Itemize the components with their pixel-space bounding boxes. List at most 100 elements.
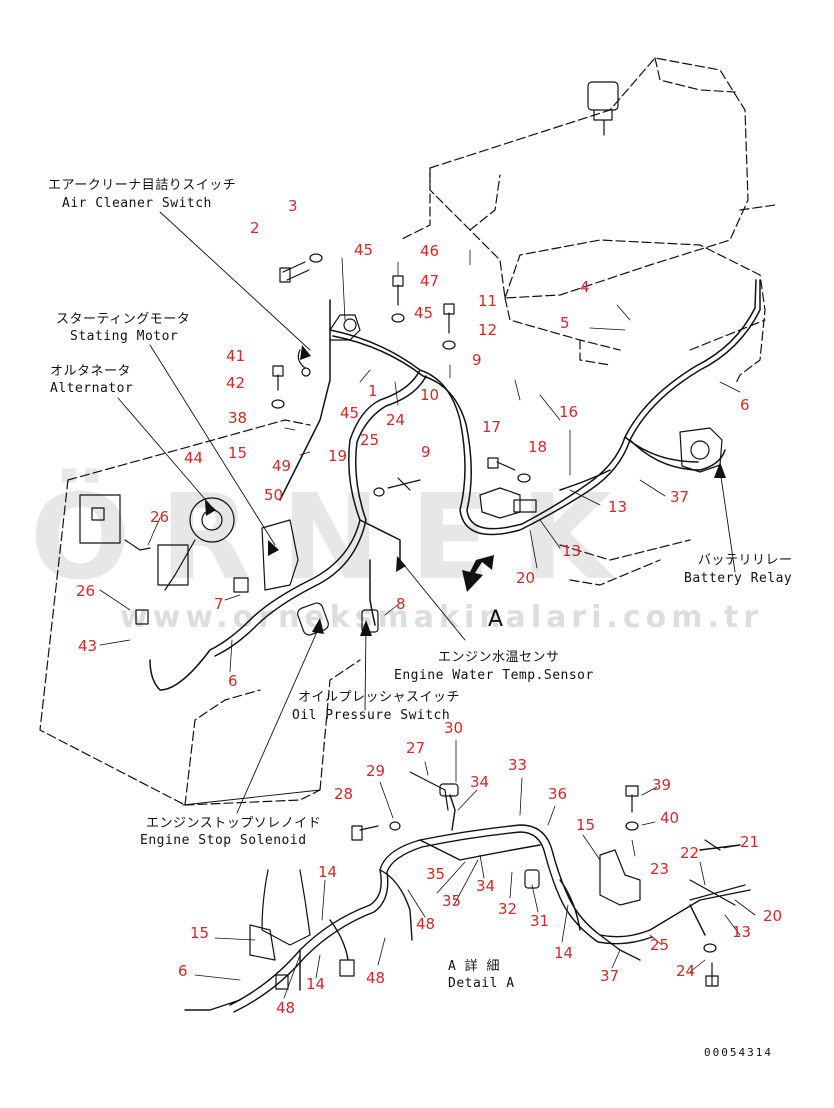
part-number: 29 <box>366 762 386 780</box>
engine-block-outline <box>39 419 361 806</box>
part-number: 30 <box>444 719 464 737</box>
part-number: 13 <box>608 498 628 516</box>
leader-lines <box>117 211 736 814</box>
part-number: 19 <box>328 447 348 465</box>
part-number: 43 <box>78 637 98 655</box>
part-number: 50 <box>264 486 284 504</box>
part-number: 31 <box>530 912 550 930</box>
part-number: 28 <box>334 785 354 803</box>
part-number: 4 <box>580 278 590 296</box>
engine-water-temp-sensor-en: Engine Water Temp.Sensor <box>394 668 594 683</box>
starting-motor-drawing <box>233 519 299 593</box>
part-number: 44 <box>184 449 204 467</box>
part-number: 17 <box>482 418 502 436</box>
part-number: 27 <box>406 739 426 757</box>
seat-back-outline <box>399 57 749 299</box>
part-number: 32 <box>498 900 518 918</box>
part-number: 41 <box>226 347 246 365</box>
part-number: 45 <box>414 304 434 322</box>
part-number: 39 <box>652 776 672 794</box>
part-number: 33 <box>508 756 528 774</box>
part-number: 15 <box>190 924 210 942</box>
air-cleaner-switch-en: Air Cleaner Switch <box>62 196 212 211</box>
part-number: 42 <box>226 374 246 392</box>
part-number: 20 <box>516 569 536 587</box>
part-number: 6 <box>740 396 750 414</box>
arrow-heads <box>205 345 726 636</box>
part-number: 26 <box>150 508 170 526</box>
part-leaders <box>99 249 741 673</box>
oil-pressure-switch-jp: オイルプレッシャスイッチ <box>298 690 461 705</box>
part-number: 46 <box>420 242 440 260</box>
part-number: 45 <box>340 404 360 422</box>
drawing-code: 00054314 <box>704 1046 773 1059</box>
engine-water-temp-sensor-jp: エンジン水温センサ <box>438 650 560 665</box>
part-number: 13 <box>732 923 752 941</box>
part-number: 25 <box>360 431 380 449</box>
part-number: 18 <box>528 438 548 456</box>
part-number: 36 <box>548 785 568 803</box>
battery-relay-en: Battery Relay <box>684 571 793 586</box>
detail-a-en: Detail A <box>448 976 515 991</box>
part-number: 37 <box>670 488 690 506</box>
part-number: 48 <box>416 915 436 933</box>
part-number: 5 <box>560 314 570 332</box>
alternator-en: Alternator <box>50 381 134 396</box>
part-number: 10 <box>420 386 440 404</box>
alternator-drawing <box>164 497 235 591</box>
air-cleaner-switch-jp: エアークリーナ目詰りスイッチ <box>48 178 237 193</box>
part-number: 35 <box>426 865 446 883</box>
part-number: 7 <box>214 595 224 613</box>
watermark-url: www.orneksmakinalari.com.tr <box>120 600 764 635</box>
part-number: 3 <box>288 197 298 215</box>
part-number: 9 <box>421 443 431 461</box>
battery-relay-jp: バッテリリレー <box>698 553 793 568</box>
detail-a-harness <box>184 794 751 1013</box>
bolts <box>272 261 719 987</box>
part-number: 26 <box>76 582 96 600</box>
part-number: 1 <box>368 382 378 400</box>
main-harness <box>149 279 761 691</box>
part-number: 20 <box>763 907 783 925</box>
part-number: 48 <box>276 999 296 1017</box>
part-number: 6 <box>178 962 188 980</box>
part-number: 8 <box>396 595 406 613</box>
part-number: 13 <box>562 542 582 560</box>
detail-a-components <box>249 771 746 990</box>
alternator-jp: オルタネータ <box>50 364 132 379</box>
part-number: 35 <box>442 892 462 910</box>
seat-base-outline <box>504 204 776 586</box>
engine-stop-solenoid-jp: エンジンストップソレノイド <box>146 816 322 831</box>
part-number: 24 <box>386 411 406 429</box>
part-number: 24 <box>676 962 696 980</box>
part-number: 48 <box>366 969 386 987</box>
detail-a-jp: A 詳 細 <box>448 959 500 974</box>
part-number: 15 <box>576 816 596 834</box>
part-number: 2 <box>250 219 260 237</box>
part-number: 22 <box>680 844 700 862</box>
part-number: 6 <box>228 672 238 690</box>
engine-stop-solenoid-en: Engine Stop Solenoid <box>140 833 307 848</box>
part-number: 14 <box>306 975 326 993</box>
part-number: 9 <box>472 351 482 369</box>
beacon-lamp-drawing <box>587 81 619 136</box>
part-number: 16 <box>559 403 579 421</box>
view-arrow-a <box>462 555 494 592</box>
part-number: 49 <box>272 457 292 475</box>
part-number: 21 <box>740 833 760 851</box>
part-number: 38 <box>228 409 248 427</box>
part-number: 11 <box>478 292 498 310</box>
starting-motor-en: Stating Motor <box>70 329 179 344</box>
starting-motor-jp: スターティングモータ <box>56 312 191 327</box>
part-number: 14 <box>318 863 338 881</box>
part-number: 14 <box>554 944 574 962</box>
air-cleaner-switch-drawing <box>297 314 361 377</box>
battery-relay-drawing <box>679 427 723 473</box>
view-letter-a: A <box>488 607 504 632</box>
part-number: 34 <box>470 773 490 791</box>
part-number: 25 <box>650 936 670 954</box>
part-number: 40 <box>660 809 680 827</box>
part-number: 34 <box>476 877 496 895</box>
